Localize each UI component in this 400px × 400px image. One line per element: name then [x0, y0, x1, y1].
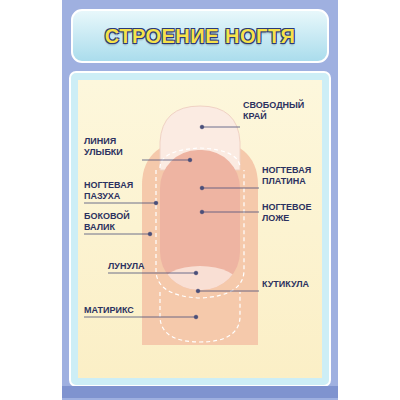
- part-label: НОГТЕВОЕ ЛОЖЕ: [262, 202, 318, 224]
- poster-title: СТРОЕНИЕ НОГТЯ: [75, 14, 325, 58]
- part-label: МАТИРИКС: [84, 305, 148, 316]
- part-label: КУТИКУЛА: [262, 279, 318, 290]
- part-label: СВОБОДНЫЙ КРАЙ: [243, 100, 305, 122]
- title-panel: [72, 10, 328, 62]
- part-label: ЛУНУЛА: [108, 261, 168, 272]
- frame: [70, 72, 330, 386]
- part-label: НОГТЕВАЯ ПАЗУХА: [84, 180, 146, 202]
- leader-lines: [84, 125, 259, 319]
- inner-panel: [78, 80, 322, 378]
- bottom-bar: [62, 386, 338, 398]
- lunula: [160, 266, 240, 290]
- nail-groove: [156, 170, 244, 298]
- finger: [142, 138, 258, 345]
- smile-line: [160, 148, 240, 168]
- part-label: БОКОВОЙ ВАЛИК: [84, 211, 140, 233]
- part-label: НОГТЕВАЯ ПЛАТИНА: [262, 165, 318, 187]
- poster-ground: [62, 0, 338, 400]
- part-label: ЛИНИЯ УЛЫБКИ: [84, 136, 139, 158]
